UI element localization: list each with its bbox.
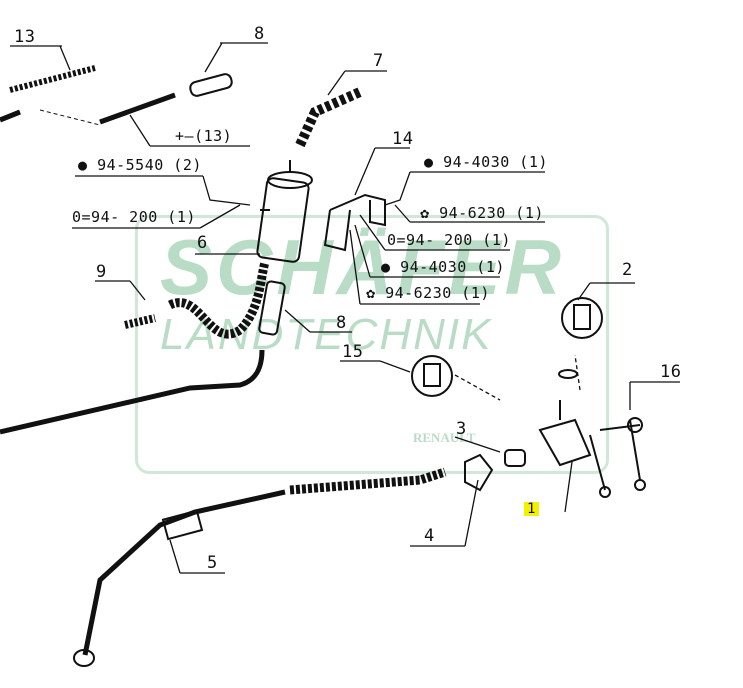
ref-94-5540[interactable]: ● 94-5540 (2)	[78, 156, 202, 174]
callout-1-highlighted[interactable]: 1	[524, 502, 539, 516]
lever-16	[629, 419, 641, 481]
watermark-brand: SCHÄFER	[160, 223, 566, 311]
ref-94-200-a[interactable]: 0=94- 200 (1)	[72, 208, 196, 226]
part-15-detail	[411, 355, 453, 397]
part-8-top	[189, 73, 233, 97]
washer-icon: ✿	[420, 204, 440, 222]
ref-94-6230-b[interactable]: ✿ 94-6230 (1)	[366, 284, 490, 302]
hose-9	[124, 314, 156, 329]
callout-14[interactable]: 14	[392, 129, 414, 149]
callout-3[interactable]: 3	[456, 419, 467, 439]
callout-16[interactable]: 16	[660, 362, 682, 382]
watermark-sub: LANDTECHNIK	[160, 310, 493, 359]
callout-5[interactable]: 5	[207, 553, 218, 573]
rod-13	[9, 65, 96, 93]
part-8-hose	[258, 280, 286, 336]
callout-2[interactable]: 2	[622, 260, 633, 280]
hose-loop	[167, 260, 270, 339]
nut-icon: ●	[424, 153, 444, 171]
pin-icon: +—	[175, 127, 195, 145]
pipe-5	[82, 489, 286, 656]
nut-icon: ●	[381, 258, 401, 276]
ref-94-4030-a[interactable]: ● 94-4030 (1)	[424, 153, 548, 171]
nut-4	[464, 453, 494, 492]
ref-94-6230-a[interactable]: ✿ 94-6230 (1)	[420, 204, 544, 222]
fuel-line-long	[0, 349, 265, 435]
callout-8-hose[interactable]: 8	[336, 313, 347, 333]
callout-6[interactable]: 6	[197, 233, 208, 253]
filter-body	[256, 177, 310, 263]
callout-9[interactable]: 9	[96, 262, 107, 282]
callout-15[interactable]: 15	[342, 342, 364, 362]
part-2-detail	[561, 297, 603, 339]
ref-13[interactable]: +—(13)	[175, 127, 233, 145]
watermark-maker: RENAULT	[413, 430, 476, 445]
leader-lines	[10, 42, 680, 574]
ref-94-4030-b[interactable]: ● 94-4030 (1)	[381, 258, 505, 276]
pipe-7	[295, 87, 363, 148]
nut-icon: ●	[78, 156, 98, 174]
watermark-frame	[135, 215, 609, 474]
callout-8-top[interactable]: 8	[254, 24, 265, 44]
valve-1	[538, 400, 592, 467]
washer-icon: ✿	[366, 284, 386, 302]
hose-main	[289, 467, 447, 495]
callout-7[interactable]: 7	[373, 51, 384, 71]
callout-4[interactable]: 4	[424, 526, 435, 546]
callout-13[interactable]: 13	[14, 27, 36, 47]
rod-13b	[0, 92, 176, 125]
bracket-14	[323, 193, 386, 252]
ref-94-200-b[interactable]: 0=94- 200 (1)	[387, 231, 511, 249]
part-3	[504, 449, 526, 467]
